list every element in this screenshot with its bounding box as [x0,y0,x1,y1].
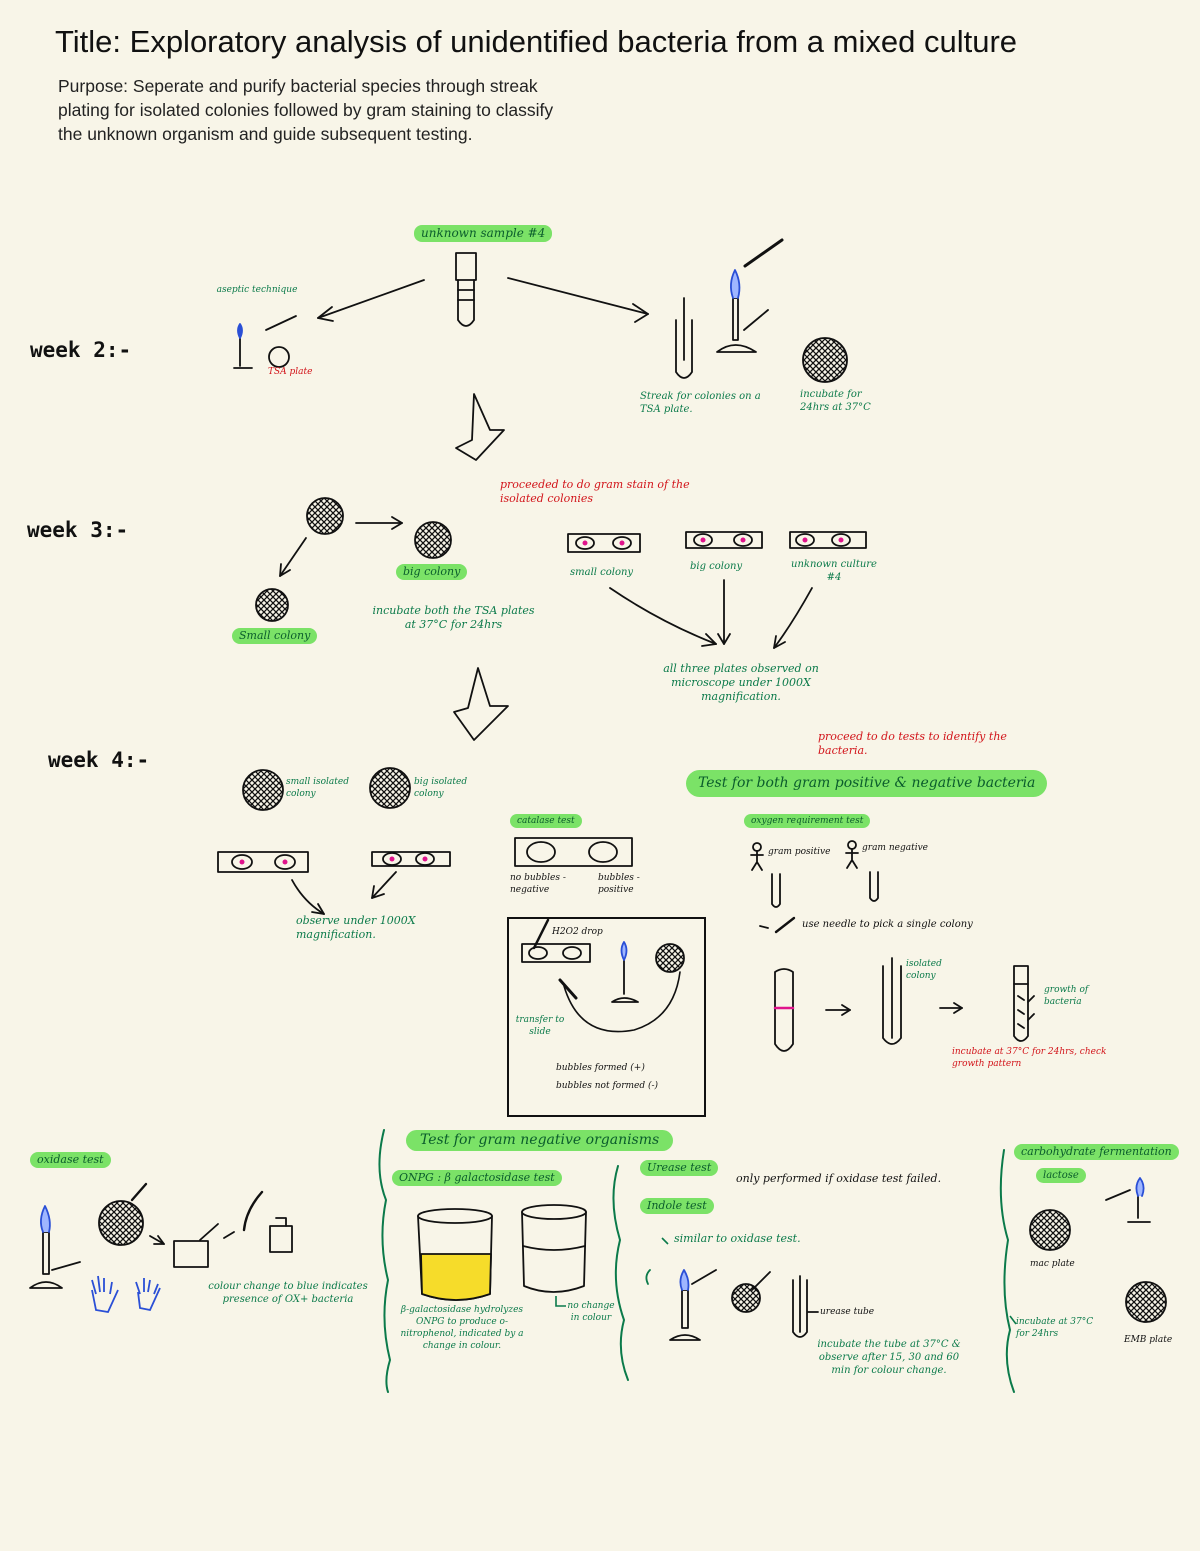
bunsen-burner-right-icon [716,238,784,353]
gram-stain-note: proceeded to do gram stain of the isolat… [500,478,690,505]
catalase-positive-note: bubbles - positive [598,873,640,895]
incubate-note-week2: incubate for 24hrs at 37°C [800,389,871,413]
h2o2-drop-note: H2O2 drop [552,927,603,937]
bubbles-not-formed-note: bubbles not formed (-) [556,1081,659,1091]
big-isolated-plate-icon [369,767,411,809]
week-2-label: week 2:- [30,338,132,362]
gloves-icon [91,1275,161,1314]
catalase-box-drawing [521,918,685,1033]
tsa-plate-icon [268,346,290,368]
oxidase-burner-icon [29,1205,81,1289]
result-note: incubate at 37°C for 24hrs, check growth… [952,1047,1107,1069]
bubbles-formed-note: bubbles formed (+) [556,1063,645,1073]
oxygen-test-label: oxygen requirement test [744,814,871,828]
urease-plate-icon [731,1283,761,1313]
catalase-label: catalase test [510,814,582,828]
big-colony-plate-icon [414,521,452,559]
slide-big-label: big colony [690,561,743,572]
gram-negative-note: gram negative [862,843,928,853]
catalase-slide [514,837,633,867]
mac-plate-icon [1029,1209,1071,1251]
purpose-text: Purpose: Seperate and purify bacterial s… [58,76,554,144]
gram-positive-note: gram positive [768,847,831,857]
emb-plate-label: EMB plate [1124,1335,1173,1345]
oxidase-paper-icon [173,1240,209,1268]
small-isolated-label: small isolated colony [286,777,349,799]
slide-big [685,531,763,549]
indole-label: Indole test [640,1198,714,1214]
aseptic-note: aseptic technique [216,285,298,295]
urease-label: Urease test [640,1160,719,1176]
similar-note: similar to oxidase test. [674,1232,801,1245]
onpg-note: β-galactosidase hydrolyzes ONPG to produ… [400,1305,524,1351]
slide-big-week4 [371,851,451,867]
carbo-incubate-note: incubate at 37°C for 24hrs [1016,1317,1094,1339]
mac-plate-label: mac plate [1030,1259,1075,1269]
identify-note: proceed to do tests to identify the bact… [818,730,1007,757]
slide-small [567,533,641,553]
page-title: Title: Exploratory analysis of unidentif… [55,24,1018,59]
tube-sequence [773,957,1035,1052]
small-isolated-plate-icon [242,769,284,811]
onpg-yellow-beaker [417,1208,493,1301]
stab-note: use needle to pick a single colony [802,919,973,930]
oxidase-note: colour change to blue indicates presence… [208,1281,368,1305]
carbo-label: carbohydrate fermentation [1014,1144,1179,1160]
week-3-label: week 3:- [27,518,129,542]
slide-unknown-label: unknown culture #4 [791,559,877,583]
small-colony-label: Small colony [232,628,318,644]
bunsen-burner-icon [233,323,253,369]
week-4-label: week 4:- [48,748,150,772]
slide-small-week4 [217,851,309,873]
incubated-plate-icon [802,337,848,383]
onpg-clear-beaker [521,1204,587,1293]
gram-negative-figure [845,840,859,869]
isolated-colony-note: isolated colony [906,959,942,981]
urease-tube-label: urease tube [820,1307,875,1317]
catalase-negative-note: no bubbles - negative [510,873,566,895]
no-change-note: no change in colour [567,1301,615,1323]
microscope-note-week3: all three plates observed on microscope … [663,662,819,703]
lactose-label: lactose [1036,1168,1086,1183]
oxidase-plate-icon [98,1200,144,1246]
gram-positive-figure [750,842,764,871]
oxidase-label: oxidase test [30,1152,111,1168]
test-banner-both: Test for both gram positive & negative b… [686,770,1048,797]
sample-tube-icon [455,252,477,327]
slide-small-label: small colony [570,567,634,578]
only-if-note: only performed if oxidase test failed. [736,1172,942,1185]
divider-right [999,1149,1015,1393]
streak-tube-icon [675,297,693,379]
urease-burner-icon [669,1269,717,1341]
divider-middle [612,1165,629,1381]
reagent-bottle-icon [269,1225,293,1253]
growth-note: growth of bacteria [1044,985,1089,1007]
tsa-plate-note: TSA plate [268,367,313,377]
incubate-note-week3: incubate both the TSA plates at 37°C for… [372,604,535,631]
mixed-plate-icon [306,497,344,535]
divider-left [378,1129,392,1393]
small-colony-plate-icon [255,588,289,622]
urease-tube-icon [792,1279,808,1338]
transfer-note: transfer to slide [515,1015,565,1037]
slide-unknown [789,531,867,549]
urease-incubate-note: incubate the tube at 37°C & observe afte… [817,1339,961,1376]
gram-negative-banner: Test for gram negative organisms [406,1130,674,1151]
onpg-label: ONPG : β galactosidase test [392,1170,562,1186]
sample-label: unknown sample #4 [414,225,553,242]
streak-note: Streak for colonies on a TSA plate. [640,391,761,415]
microscope-note-week4: observe under 1000X magnification. [296,914,416,941]
big-isolated-label: big isolated colony [414,777,468,799]
big-colony-label: big colony [396,564,468,580]
catalase-procedure-box [507,917,706,1117]
emb-plate-icon [1125,1281,1167,1323]
carbo-burner-icon [1105,1177,1151,1223]
